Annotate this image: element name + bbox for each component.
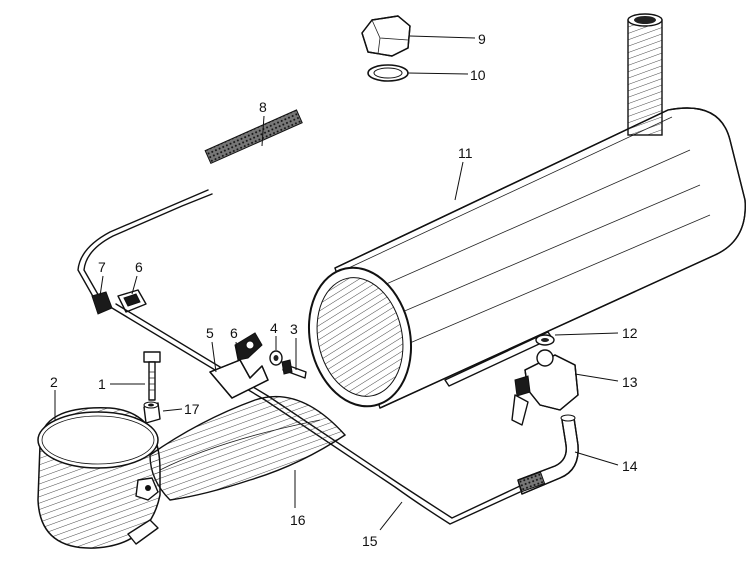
nut-4 [269,350,283,366]
callout-9: 9 [478,31,486,47]
callout-labels: 1 2 3 4 5 6 6 7 8 9 10 11 12 13 14 15 16… [50,31,638,549]
bolt-3 [281,359,307,379]
fuel-tap [511,349,579,426]
callout-14: 14 [622,458,638,474]
callout-16: 16 [290,512,306,528]
heat-shield [149,395,347,501]
callout-8: 8 [259,99,267,115]
callout-2: 2 [50,374,58,390]
callout-5: 5 [206,325,214,341]
callout-11: 11 [458,145,473,161]
clamp-band [37,407,161,549]
callout-13: 13 [622,374,638,390]
fuel-tank [307,13,746,409]
fuel-line-main [111,303,521,525]
cap-nut [361,15,411,57]
callout-12: 12 [622,325,638,341]
fuel-hose [517,414,579,495]
leader-lines [54,35,619,531]
tube-nut-7 [91,291,113,315]
fuel-line-upper [77,109,303,301]
callout-1: 1 [98,376,106,392]
washer [367,64,409,82]
callout-4: 4 [270,320,278,336]
callout-7: 7 [98,259,106,275]
spacer-17 [143,401,161,424]
callout-3: 3 [290,321,298,337]
small-washer [535,334,555,346]
callout-6-lower: 6 [230,325,238,341]
callout-6-upper: 6 [135,259,143,275]
bolt-1 [143,351,161,401]
clip-upper [117,289,147,313]
callout-10: 10 [470,67,486,83]
bracket [209,332,269,399]
callout-17: 17 [184,401,200,417]
callout-15: 15 [362,533,378,549]
